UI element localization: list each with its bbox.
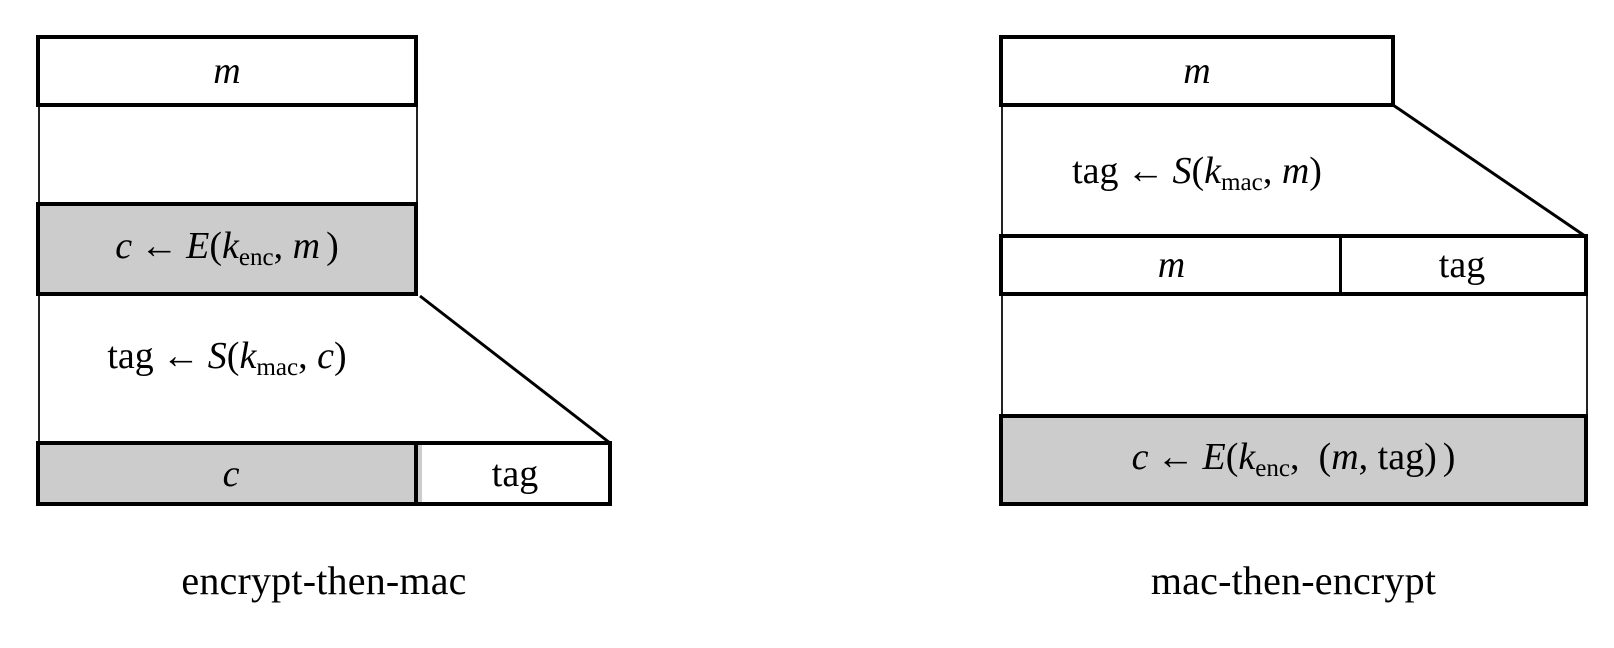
- caption-mac-then-encrypt: mac-then-encrypt: [1150, 558, 1437, 603]
- mte-left-rail-lower: [1001, 292, 1003, 418]
- mte-left-rail-upper: [1001, 103, 1003, 239]
- caption-encrypt-then-mac: encrypt-then-mac: [181, 558, 467, 603]
- etm-box-message: m: [36, 35, 418, 107]
- etm-right-rail-upper: [416, 103, 418, 207]
- mte-box-mtag: m tag: [999, 234, 1588, 296]
- mte-cell-m2: m: [1003, 238, 1340, 292]
- mte-box-message: m: [999, 35, 1395, 107]
- mte-box-encrypt: c←E(kenc, (m, tag)): [999, 414, 1588, 506]
- etm-label-encrypt: c←E(kenc, m): [115, 225, 339, 272]
- etm-cell-c: c: [40, 445, 422, 502]
- mte-label-m: m: [1183, 50, 1211, 92]
- etm-cell-tag: tag: [422, 445, 608, 502]
- mte-label-encrypt: c←E(kenc, (m, tag)): [1131, 436, 1456, 483]
- etm-label-mac: tag←S(kmac, c): [107, 335, 347, 382]
- etm-output-divider: [414, 441, 418, 506]
- mte-cell-tag: tag: [1340, 238, 1584, 292]
- etm-label-m: m: [213, 50, 241, 92]
- mte-right-rail-lower: [1586, 292, 1588, 418]
- mte-mtag-divider: [1339, 234, 1342, 296]
- etm-box-output: c tag: [36, 441, 612, 506]
- etm-box-encrypt: c←E(kenc, m): [36, 202, 418, 296]
- mte-label-mac: tag←S(kmac, m): [1072, 150, 1322, 197]
